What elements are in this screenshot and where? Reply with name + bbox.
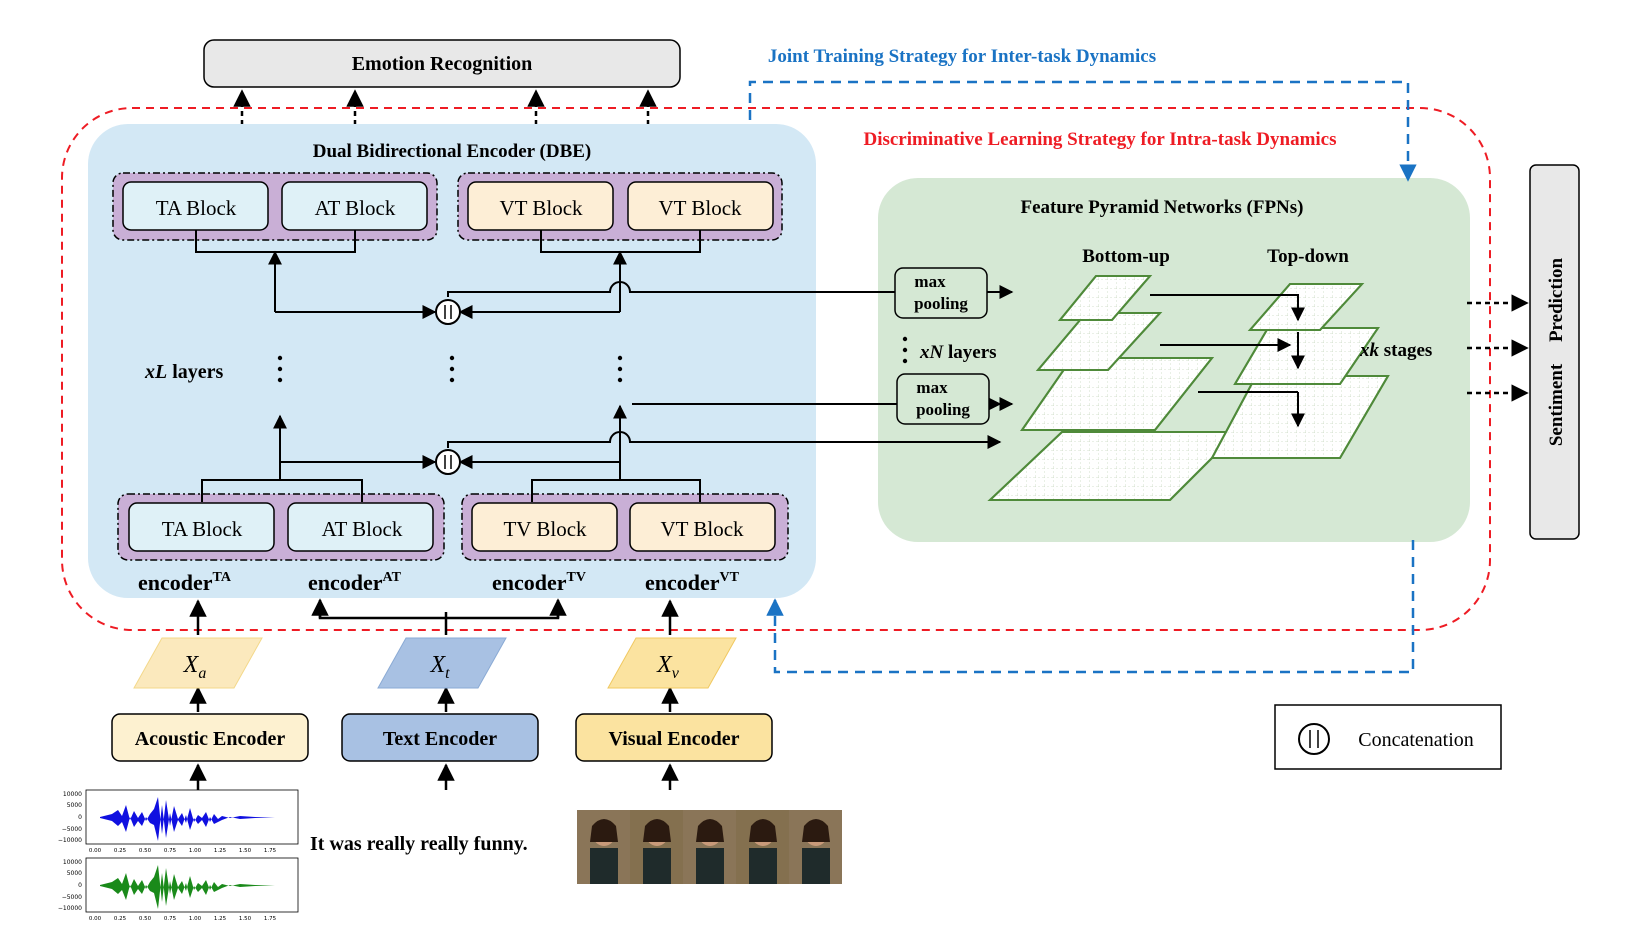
svg-text:5000: 5000 xyxy=(67,802,82,809)
svg-text:0: 0 xyxy=(78,882,82,889)
k-stages-label: xk stages xyxy=(1359,340,1432,361)
svg-text:1.25: 1.25 xyxy=(214,916,227,922)
discriminative-label: Discriminative Learning Strategy for Int… xyxy=(863,129,1336,150)
svg-text:1.75: 1.75 xyxy=(264,848,277,854)
svg-text:10000: 10000 xyxy=(63,791,82,798)
top-ta-block-label: TA Block xyxy=(156,196,237,220)
input-xt-label: Xt xyxy=(429,652,450,682)
bottom-vt-block xyxy=(629,502,776,552)
top-vt-block-2-label: VT Block xyxy=(658,196,742,220)
bottom-ta-block-label: TA Block xyxy=(162,517,243,541)
visual-encoder-label: Visual Encoder xyxy=(609,728,740,750)
svg-text:10000: 10000 xyxy=(63,859,82,866)
svg-text:0.75: 0.75 xyxy=(164,916,177,922)
visual-encoder-box xyxy=(575,713,773,762)
n-layers-label: xN layers xyxy=(919,342,997,363)
svg-text:1.50: 1.50 xyxy=(239,848,252,854)
input-xa-shape xyxy=(133,637,263,689)
svg-text:0.25: 0.25 xyxy=(114,916,127,922)
bottom-at-block-label: AT Block xyxy=(322,517,403,541)
max-pooling-bottom-line1: max xyxy=(916,378,948,397)
acoustic-encoder-box xyxy=(111,713,309,762)
svg-text:−5000: −5000 xyxy=(62,894,82,901)
bottom-tv-block xyxy=(471,502,618,552)
sample-utterance: It was really really funny. xyxy=(310,833,528,855)
waveform-plot-green: 10000 5000 0 −5000 −10000 0.00 0.25 0.50… xyxy=(58,857,299,922)
sentiment-prediction-box xyxy=(1529,164,1580,540)
svg-text:0: 0 xyxy=(78,814,82,821)
bottom-tv-block-label: TV Block xyxy=(503,517,587,541)
top-vt-block-1-label: VT Block xyxy=(499,196,583,220)
video-frames xyxy=(577,810,842,884)
legend-box xyxy=(1274,704,1502,770)
n-layers-ellipsis xyxy=(902,336,908,364)
xl-layers-label: xL layers xyxy=(144,361,224,383)
concat-op-top xyxy=(435,299,461,325)
encoder-ta-label: encoderTA xyxy=(138,570,232,595)
svg-text:−10000: −10000 xyxy=(58,905,82,912)
svg-text:1.25: 1.25 xyxy=(214,848,227,854)
svg-text:1.00: 1.00 xyxy=(189,848,202,854)
bottom-at-block xyxy=(287,502,434,552)
svg-text:0.50: 0.50 xyxy=(139,848,152,854)
encoder-vt-label: encoderVT xyxy=(645,570,740,595)
concat-legend-icon xyxy=(1298,723,1330,755)
max-pooling-bottom xyxy=(896,373,990,425)
legend-label: Concatenation xyxy=(1358,729,1474,751)
svg-text:0.75: 0.75 xyxy=(164,848,177,854)
input-xv-shape xyxy=(607,637,737,689)
max-pooling-bottom-line2: pooling xyxy=(916,400,970,419)
input-xa-label: Xa xyxy=(183,652,207,682)
svg-text:−10000: −10000 xyxy=(58,837,82,844)
waveform-plot-blue: 10000 5000 0 −5000 −10000 0.00 0.25 0.50… xyxy=(58,789,299,854)
bottom-ta-block xyxy=(128,502,275,552)
bottom-up-label: Bottom-up xyxy=(1082,246,1170,267)
svg-text:5000: 5000 xyxy=(67,870,82,877)
bottom-vt-block-label: VT Block xyxy=(660,517,744,541)
text-encoder-label: Text Encoder xyxy=(383,728,497,750)
emotion-recognition-label: Emotion Recognition xyxy=(352,53,533,75)
svg-text:−5000: −5000 xyxy=(62,826,82,833)
text-encoder-box xyxy=(341,713,539,762)
dbe-title: Dual Bidirectional Encoder (DBE) xyxy=(313,141,592,162)
top-down-label: Top-down xyxy=(1267,246,1349,267)
svg-text:0.50: 0.50 xyxy=(139,916,152,922)
svg-text:0.00: 0.00 xyxy=(89,916,102,922)
prediction-label: Prediction xyxy=(1546,258,1567,343)
layer-ellipsis xyxy=(277,355,623,383)
max-pooling-top-line1: max xyxy=(914,272,946,291)
joint-training-label: Joint Training Strategy for Inter-task D… xyxy=(768,46,1156,67)
top-at-block-label: AT Block xyxy=(315,196,396,220)
acoustic-encoder-label: Acoustic Encoder xyxy=(135,728,286,750)
encoder-at-label: encoderAT xyxy=(308,570,402,595)
fpn-title: Feature Pyramid Networks (FPNs) xyxy=(1021,197,1304,218)
input-xt-shape xyxy=(377,637,507,689)
svg-text:0.00: 0.00 xyxy=(89,848,102,854)
concat-op-bottom xyxy=(435,449,461,475)
svg-text:0.25: 0.25 xyxy=(114,848,127,854)
sentiment-label: Sentiment xyxy=(1546,363,1567,446)
svg-text:1.00: 1.00 xyxy=(189,916,202,922)
svg-text:1.50: 1.50 xyxy=(239,916,252,922)
input-xv-label: Xv xyxy=(656,652,680,682)
bottom-up-pyramid xyxy=(987,275,1241,501)
encoder-tv-label: encoderTV xyxy=(492,570,586,595)
emotion-recognition-box xyxy=(203,39,681,88)
intra-task-region xyxy=(61,107,1491,631)
max-pooling-top-line2: pooling xyxy=(914,294,968,313)
svg-text:1.75: 1.75 xyxy=(264,916,277,922)
